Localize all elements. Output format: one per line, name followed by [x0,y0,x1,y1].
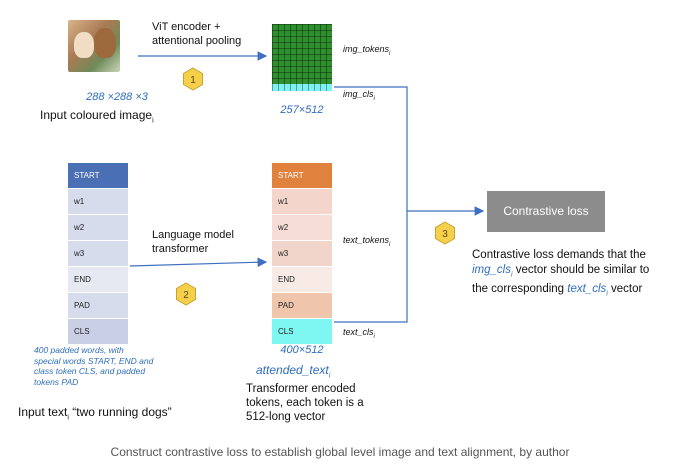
text-transformer-arrow [129,257,268,268]
input-token-w3: w3 [68,241,128,267]
encoded-token-w3: w3 [272,241,332,267]
contrastive-loss-box: Contrastive loss [487,191,605,232]
attended-text-label: attended_texti [256,363,331,380]
img-tokens-grid [272,24,332,84]
svg-text:3: 3 [442,229,448,240]
input-text-label: Input texti “two running dogs” [18,405,172,422]
encoded-token-w1: w1 [272,189,332,215]
language-model-label: Language model transformer [152,229,234,255]
input-token-end: END [68,267,128,293]
input-token-w1: w1 [68,189,128,215]
image-size-label: 288 ×288 ×3 [86,91,148,103]
encoded-token-end: END [272,267,332,293]
text-output-size: 400×512 [280,344,324,356]
text-cls-label: text_clsi [343,327,375,340]
text-tokens-label: text_tokensi [343,235,391,248]
step-3-badge: 3 [435,221,455,245]
img-cls-label: img_clsi [343,89,375,102]
img-output-size: 257×512 [280,104,324,116]
input-token-start: START [68,163,128,189]
encoded-token-start: START [272,163,332,189]
img-cls-connector [334,86,408,211]
img-tokens-label: img_tokensi [343,44,391,57]
input-image-label: Input coloured imagei [40,108,154,125]
dog-figure-brown [94,28,116,58]
encoded-token-pad: PAD [272,293,332,319]
input-token-pad: PAD [68,293,128,319]
encoded-token-w2: w2 [272,215,332,241]
encoded-token-cls: CLS [272,319,332,345]
text-cls-connector [334,211,408,323]
step-1-badge: 1 [183,67,203,91]
encoded-tokens-description: Transformer encoded tokens, each token i… [246,383,364,423]
img-cls-strip [272,84,332,91]
svg-text:1: 1 [190,75,196,86]
step-2-badge: 2 [176,282,196,306]
input-token-w2: w2 [68,215,128,241]
loss-description: Contrastive loss demands that the img_cl… [472,249,650,298]
dog-figure-light [74,32,94,58]
input-token-cls: CLS [68,319,128,345]
padding-note: 400 padded words, with special words STA… [34,345,154,387]
input-dog-photo [68,20,120,72]
svg-text:2: 2 [183,290,189,301]
vit-encoder-label: ViT encoder + attentional pooling [152,21,242,47]
figure-caption: Construct contrastive loss to establish … [110,445,570,459]
